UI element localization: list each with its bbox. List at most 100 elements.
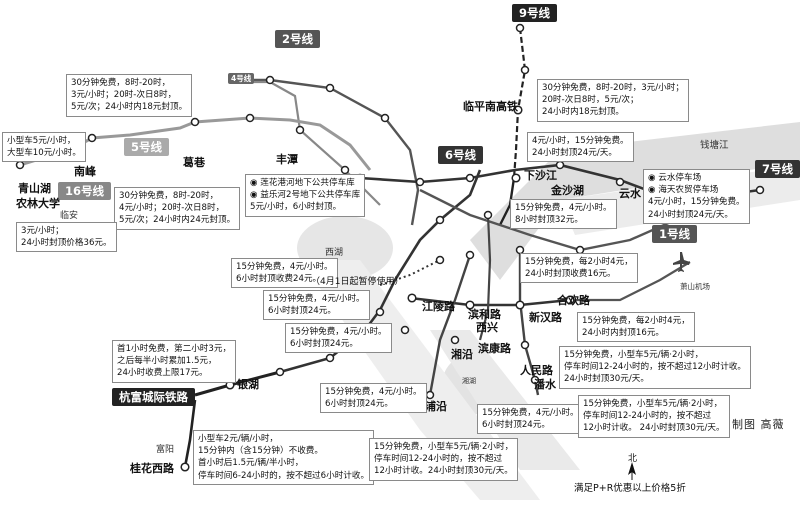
info-qingshanhu: 3元/小时； 24小时封顶价格36元。 [16,222,117,253]
info-line: 15分钟免费，每2小时4元， [525,257,633,267]
station-panshui: 潘水 [534,378,556,391]
station-renminlu: 人民路 [520,364,553,377]
area-xianghu: 湘湖 [462,377,476,385]
station-gexiang: 葛巷 [183,156,205,169]
info-xixing: 15分钟免费，4元/小时。 6小时封顶24元。 [285,323,392,354]
station-xinhanlu: 新汉路 [529,311,562,324]
info-line: 首小时后1.5元/辆/半小时， [198,458,304,469]
north-arrow-icon [628,462,636,475]
info-line: 30分钟免费，8时-20时， [119,191,219,201]
info-hehuan-north: 15分钟免费，每2小时4元， 24小时封顶收费16元。 [520,253,638,284]
info-xihu: 15分钟免费，4元/小时。 6小时封顶收费24元。 [231,258,338,289]
info-line: 4元/小时；20时-次日8时， [119,203,225,214]
info-line: 5元/次；24小时内24元封顶。 [119,215,236,226]
hangfu-badge: 杭富城际铁路 [112,388,195,406]
info-line: 首1小时免费，第二小时3元， [117,344,232,354]
station-xixing: 西兴 [476,321,498,334]
info-line: 15分钟免费，4元/小时。 [268,294,365,304]
info-line: 15分钟免费，4元/小时。 [290,327,387,337]
line-4-badge: 4号线 [228,73,255,84]
info-line: ◉ 海天农贸停车场 [648,185,719,196]
info-line: 6小时封顶24元。 [290,339,358,350]
info-gexiang: 30分钟免费，8时-20时， 4元/小时；20时-次日8时， 5元/次；24小时… [114,187,241,230]
info-line: 15分钟免费，4元/小时。 [482,408,579,418]
info-line: ◉ 云水停车场 [648,173,702,183]
info-panshui: 15分钟免费，小型车5元/辆·2小时， 停车时间12-24小时的，按不超过 12… [578,395,730,438]
line-south-3 [478,214,492,341]
info-xiangyan: 15分钟免费，小型车5元/辆·2小时， 停车时间12-24小时的，按不超过 12… [369,438,519,481]
area-linan: 临安 [60,211,79,221]
line-central [409,296,571,307]
info-line: 6小时封顶24元。 [482,420,550,431]
line-7-badge: 7号线 [755,160,800,178]
info-line: 20时-次日8时，5元/次； [542,95,639,106]
info-yunshui: ◉ 云水停车场 ◉ 海天农贸停车场 4元/小时，15分钟免费。 24小时封顶24… [643,169,750,224]
area-airport: 萧山机场 [680,282,710,291]
station-linping: 临平南高铁 [463,100,518,113]
info-line: 5元/小时，6小时封顶。 [250,202,342,213]
info-line: ◉ 莲花港河地下公共停车库 [250,178,355,188]
station-binkanglu: 滨康路 [478,342,511,355]
area-xihu: 西湖 [325,248,344,258]
info-smallcar: 小型车5元/小时， 大型车10元/小时。 [2,132,86,163]
info-line: 24小时内18元封顶。 [542,107,625,118]
info-line: 6小时封顶24元。 [325,399,393,410]
line-9-badge: 9号线 [512,4,558,22]
info-line: ◉ 益乐河2号地下公共停车库 [250,190,361,201]
info-yinhu: 首1小时免费，第二小时3元， 之后每半小时累加1.5元， 24小时收费上限17元… [112,340,237,383]
line-6-badge: 6号线 [438,146,484,164]
station-yunshui: 云水 [619,187,641,200]
area-fuyang: 富阳 [156,445,175,455]
info-line: 30分钟免费，8时-20时，3元/小时； [542,83,684,93]
decor-band-2 [430,330,580,470]
info-line: 小型车5元/小时， [7,136,76,146]
info-line: 24小时收费上限17元。 [117,368,208,379]
station-nanfeng: 南峰 [74,165,96,178]
station-jinshahu: 金沙湖 [551,184,584,197]
station-nonglin: 农林大学 [16,197,60,210]
line-5-badge: 5号线 [124,138,170,156]
suspended-segment [379,259,441,286]
info-line: 12小时计收。 24小时封顶30元/天。 [583,423,725,434]
station-jianglinglu: 江陵路 [422,300,455,313]
info-line: 24小时封顶30元/天。 [564,374,649,385]
info-line: 24小时封顶24元/天。 [648,209,733,220]
info-line: 15分钟免费，4元/小时。 [236,262,333,272]
info-xiasha: 4元/小时，15分钟免费。 24小时封顶24元/天。 [527,132,634,163]
airport-icon [673,252,690,272]
info-line: 4元/小时，15分钟免费。 [648,197,745,208]
info-line: 15分钟免费，小型车5元/辆·2小时， [374,442,514,452]
station-yinhu: 银湖 [237,378,259,391]
line-2-badge: 2号线 [275,30,321,48]
info-guihuaxilu: 小型车2元/辆/小时， 15分钟内（含15分钟）不收费。 首小时后1.5元/辆/… [193,430,375,485]
info-line: 24小时封顶收费16元。 [525,269,616,280]
info-line: 24小时内封顶16元。 [582,328,665,339]
info-puyan: 15分钟免费，4元/小时。 6小时封顶24元。 [320,383,427,414]
info-jinshahu: 15分钟免费，4元/小时。 8小时封顶32元。 [510,199,617,230]
station-qingshanhu: 青山湖 [18,182,51,195]
info-line: 8小时封顶32元。 [515,215,583,226]
info-line: 15分钟内（含15分钟）不收费。 [198,446,323,457]
info-line: 小型车2元/辆/小时， [198,434,279,444]
info-line: 3元/小时；20时-次日8时， [71,90,177,101]
station-guihuaxilu: 桂花西路 [130,462,174,475]
station-hehuanlu: 合欢路 [557,294,590,307]
line-1-airport [575,261,691,302]
info-line: 15分钟免费，4元/小时。 [515,203,612,213]
info-renminlu: 15分钟免费，小型车5元/辆·2小时， 停车时间12-24小时的，按不超过12小… [559,346,752,389]
area-qiantangjiang: 钱塘江 [700,140,729,151]
xihu-note: （4月1日起暂停使用） [311,277,404,287]
station-xiashajiang: 下沙江 [524,169,557,182]
info-line: 30分钟免费，8时-20时， [71,78,171,88]
footer-note: 满足P+R优惠以上价格5折 [574,483,686,494]
north-label: 北 [628,454,638,464]
info-line: 大型车10元/小时。 [7,148,81,159]
info-line: 5元/次；24小时内18元封顶。 [71,102,188,113]
line-south-1 [428,254,472,396]
info-line: 15分钟免费，每2小时4元， [582,316,690,326]
info-line: 15分钟免费，小型车5元/辆·2小时， [564,350,704,360]
info-line: 24小时封顶24元/天。 [532,148,617,159]
credit: 制图 高薇 [732,418,785,431]
station-fengtan: 丰潭 [276,153,298,166]
